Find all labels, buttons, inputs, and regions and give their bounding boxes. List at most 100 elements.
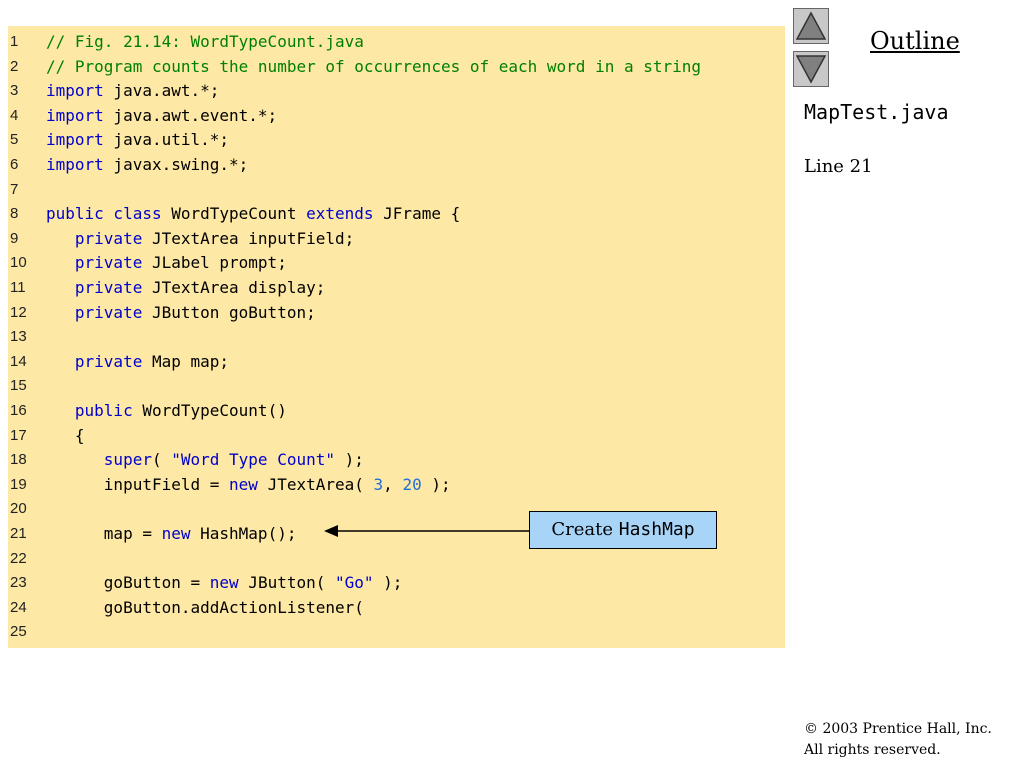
code-token: inputField =	[46, 474, 230, 494]
line-number: 19	[10, 475, 27, 493]
code-token: private	[46, 351, 143, 371]
line-number: 5	[10, 131, 19, 149]
code-token: java.awt.*;	[103, 81, 220, 101]
code-line: 3 import java.awt.*;	[8, 79, 785, 103]
code-line: 22	[8, 547, 785, 571]
code-token: JButton(	[238, 573, 335, 593]
code-text: import java.awt.*;	[46, 79, 219, 103]
code-token: super	[46, 450, 152, 470]
code-text: private JTextArea display;	[46, 276, 325, 300]
code-token: "Go"	[335, 573, 374, 593]
code-token: JTextArea inputField;	[142, 228, 355, 248]
code-token: javax.swing.*;	[103, 155, 249, 174]
code-token: java.awt.event.*;	[103, 105, 278, 125]
code-token: JTextArea display;	[142, 278, 326, 297]
code-token: public	[46, 401, 133, 420]
next-slide-button[interactable]	[793, 51, 829, 87]
code-line: 14 private Map map;	[8, 350, 785, 374]
code-token: // Fig. 21.14: WordTypeCount.java	[46, 32, 364, 51]
line-number: 24	[10, 598, 27, 616]
line-number: 7	[10, 180, 19, 198]
line-number: 10	[10, 254, 27, 272]
code-token: HashMap();	[190, 524, 297, 543]
code-token: {	[46, 425, 85, 445]
previous-slide-button[interactable]	[793, 8, 829, 44]
code-text: map = new HashMap();	[46, 522, 297, 546]
code-line: 18 super( "Word Type Count" );	[8, 448, 785, 472]
code-token: goButton =	[46, 573, 210, 593]
code-line: 1// Fig. 21.14: WordTypeCount.java	[8, 30, 785, 54]
line-number: 14	[10, 352, 27, 370]
code-token: import	[46, 155, 104, 174]
copyright-notice: © 2003 Prentice Hall, Inc. All rights re…	[804, 719, 992, 761]
code-line: 4 import java.awt.event.*;	[8, 104, 785, 128]
line-number: 4	[10, 106, 19, 124]
line-number: 12	[10, 303, 27, 321]
code-token: JLabel prompt;	[142, 253, 287, 273]
code-token: private	[46, 302, 143, 322]
code-token: );	[421, 474, 451, 494]
line-number: 21	[10, 525, 27, 542]
code-text: inputField = new JTextArea( 3, 20 );	[46, 473, 451, 497]
code-token: private	[46, 253, 143, 273]
code-line: 13	[8, 325, 785, 349]
callout-code: HashMap	[618, 519, 695, 540]
code-text: private JLabel prompt;	[46, 251, 287, 275]
down-triangle-icon	[795, 55, 827, 84]
line-number: 9	[10, 229, 19, 247]
callout-box: Create HashMap	[529, 511, 717, 549]
code-token: JButton goButton;	[142, 302, 316, 322]
outline-title[interactable]: Outline	[870, 27, 960, 55]
code-token: JTextArea(	[257, 474, 374, 494]
copyright-text: 2003 Prentice Hall, Inc.	[818, 721, 992, 737]
code-token: new	[161, 524, 191, 543]
code-token: map =	[46, 524, 162, 543]
code-token: private	[46, 228, 143, 248]
line-number: 15	[10, 377, 27, 395]
code-line: 19 inputField = new JTextArea( 3, 20 );	[8, 473, 785, 497]
code-text: private JTextArea inputField;	[46, 227, 354, 251]
code-line: 15	[8, 374, 785, 398]
code-token: goButton.addActionListener(	[46, 597, 364, 617]
code-text: super( "Word Type Count" );	[46, 448, 364, 472]
callout-arrow	[324, 525, 529, 537]
code-line: 5 import java.util.*;	[8, 128, 785, 152]
code-token: ,	[383, 474, 403, 494]
code-token: (	[151, 450, 172, 470]
line-number: 11	[10, 279, 26, 296]
code-token: import	[46, 130, 104, 150]
code-line: 11 private JTextArea display;	[8, 276, 785, 300]
rights-text: All rights reserved.	[804, 742, 941, 758]
code-token: import	[46, 105, 104, 125]
line-number: 17	[10, 426, 27, 444]
code-text: // Program counts the number of occurren…	[46, 55, 701, 79]
code-text: goButton = new JButton( "Go" );	[46, 571, 403, 595]
code-line: 10 private JLabel prompt;	[8, 251, 785, 275]
code-token: import	[46, 81, 104, 101]
code-text: import java.util.*;	[46, 128, 229, 152]
line-number: 8	[10, 205, 19, 223]
code-token: 3	[373, 474, 384, 494]
code-token: private	[46, 278, 143, 297]
code-token: JFrame {	[373, 204, 461, 224]
code-token: new	[229, 474, 258, 494]
code-token: 20	[402, 474, 422, 494]
code-token: public class	[46, 204, 162, 224]
code-token: java.util.*;	[103, 130, 230, 150]
code-line: 7	[8, 178, 785, 202]
code-token: new	[209, 573, 239, 593]
code-line: 9 private JTextArea inputField;	[8, 227, 785, 251]
code-text: private JButton goButton;	[46, 301, 316, 325]
code-text: private Map map;	[46, 350, 229, 374]
code-line: 23 goButton = new JButton( "Go" );	[8, 571, 785, 595]
code-line: 2// Program counts the number of occurre…	[8, 55, 785, 79]
line-number: 3	[10, 82, 19, 100]
code-line: 12 private JButton goButton;	[8, 301, 785, 325]
line-number: 18	[10, 451, 27, 469]
code-text: public WordTypeCount()	[46, 399, 287, 423]
code-line: 16 public WordTypeCount()	[8, 399, 785, 423]
line-reference: Line 21	[804, 156, 873, 177]
code-line: 24 goButton.addActionListener(	[8, 596, 785, 620]
